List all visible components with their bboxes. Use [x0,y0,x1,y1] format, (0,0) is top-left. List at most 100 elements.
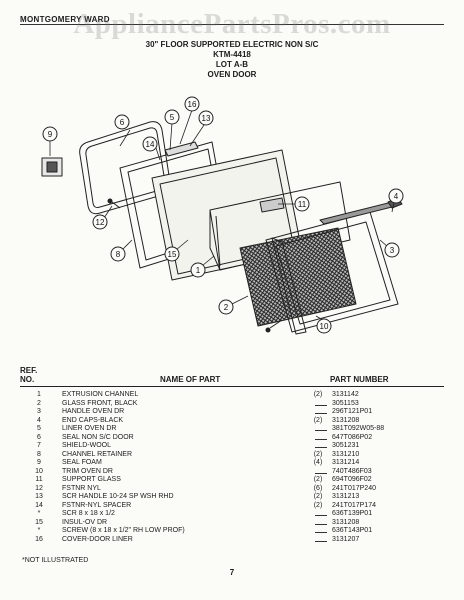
callout-12: 12 [92,214,108,230]
title-line-2: KTM-4418 [213,50,251,59]
svg-text:6: 6 [120,118,125,127]
part-name-cell: FSTNR NYL [62,484,101,492]
leader-line [315,523,327,525]
part-number-cell: 3131214 [332,459,360,466]
qty-cell: (2) [313,416,323,424]
leader-line [315,515,327,516]
leader-line [315,472,327,474]
part-number-cell: 3131207 [332,535,360,543]
ref-cell: 6 [37,433,41,441]
part-name-cell: SHIELD-WOOL [62,442,112,449]
svg-text:1: 1 [196,266,201,275]
ref-cell: 12 [35,484,43,492]
ref-cell: 11 [35,476,43,483]
part-number-cell: 647T086P02 [332,433,373,441]
title-line-1: 30" FLOOR SUPPORTED ELECTRIC NON S/C [145,40,319,49]
ref-no-header: REF. NO. [20,366,38,384]
part-number-cell: 3131208 [332,518,360,526]
qty-cell: (2) [313,493,323,500]
qty-cell: (2) [313,391,323,398]
svg-text:3: 3 [390,246,395,255]
table-row: 1 EXTRUSION CHANNEL (2) 3131142 [20,391,444,400]
svg-text:14: 14 [146,140,155,149]
svg-text:10: 10 [320,322,329,331]
callout-10: 10 [316,318,332,334]
brand-header: MONTGOMERY WARD [20,15,110,24]
ref-cell: 9 [37,459,41,466]
qty-cell: (4) [313,459,323,466]
part-name-header: NAME OF PART [160,375,221,384]
callout-1: 1 [190,262,206,278]
footnote: *NOT ILLUSTRATED [22,557,89,564]
part-number-cell: 241T017P240 [332,484,376,492]
table-row: 11 SUPPORT GLASS (2) 694T096F02 [20,476,444,485]
part-name-cell: TRIM OVEN DR [62,467,113,475]
ref-cell: * [37,510,41,517]
leader-line [315,540,327,542]
table-row: 4 END CAPS-BLACK (2) 3131208 [20,417,444,426]
part-number-cell: 3051231 [332,442,360,449]
part-name-cell: SUPPORT GLASS [62,476,121,483]
leader-line [315,430,327,431]
part-name-cell: SCREW (8 x 18 x 1/2" RH LOW PROF) [62,527,185,534]
ref-cell: 2 [37,399,41,407]
callout-2: 2 [218,299,234,315]
svg-text:4: 4 [394,192,399,201]
part-number-cell: 241T017P174 [332,501,376,509]
part-name-cell: FSTNR-NYL SPACER [62,501,132,509]
leader-line [315,413,327,414]
ref-cell: 3 [37,408,41,415]
oven-door-handle [319,197,403,225]
ref-cell: 1 [37,391,41,398]
ref-cell: 13 [35,493,43,500]
part-name-cell: CHANNEL RETAINER [62,450,133,458]
part-number-cell: 3131142 [332,391,359,398]
svg-text:13: 13 [202,114,211,123]
seal-foam-part [41,157,63,177]
svg-text:12: 12 [96,218,105,227]
callout-labels: 6 5 16 13 14 9 12 8 15 1 2 10 11 4 3 [42,96,404,334]
page-title: 30" FLOOR SUPPORTED ELECTRIC NON S/C KTM… [0,40,464,80]
part-name-cell: GLASS FRONT, BLACK [62,399,138,407]
qty-cell: (6) [313,484,323,492]
ref-cell: 8 [37,450,41,458]
ref-cell: 4 [37,416,41,424]
part-number-cell: 381T092W05-88 [332,425,385,432]
title-line-3: LOT A-B [215,60,249,69]
ref-cell: * [37,527,41,534]
part-number-cell: 3131208 [332,416,360,424]
part-name-cell: END CAPS-BLACK [62,416,124,424]
svg-text:9: 9 [48,130,53,139]
callout-16: 16 [184,96,200,112]
title-line-4: OVEN DOOR [207,70,257,79]
svg-text:15: 15 [168,250,177,259]
parts-table: 1 EXTRUSION CHANNEL (2) 3131142 2 GLASS FRONT… [20,391,444,544]
page-number: 7 [229,568,235,577]
ref-cell: 5 [37,425,41,432]
callout-4: 4 [388,188,404,204]
part-number-cell: 636T143P01 [332,527,373,534]
table-header-rule [20,386,444,387]
callout-6: 6 [114,114,130,130]
svg-text:8: 8 [116,250,121,259]
part-number-cell: 694T096F02 [332,476,372,483]
part-name-cell: SEAL FOAM [62,459,102,466]
table-row: 9 SEAL FOAM (4) 3131214 [20,459,444,468]
part-name-cell: SCR HANDLE 10-24 SP WSH RHD [62,493,174,500]
header-rule [20,24,444,25]
part-number-cell: 3051153 [332,399,359,407]
part-name-cell: EXTRUSION CHANNEL [62,391,139,398]
ref-cell: 15 [35,518,43,526]
svg-text:11: 11 [298,200,307,209]
table-row: 12 FSTNR NYL (6) 241T017P240 [20,485,444,494]
part-name-cell: HANDLE OVEN DR [62,408,125,415]
qty-cell: (2) [313,476,323,483]
